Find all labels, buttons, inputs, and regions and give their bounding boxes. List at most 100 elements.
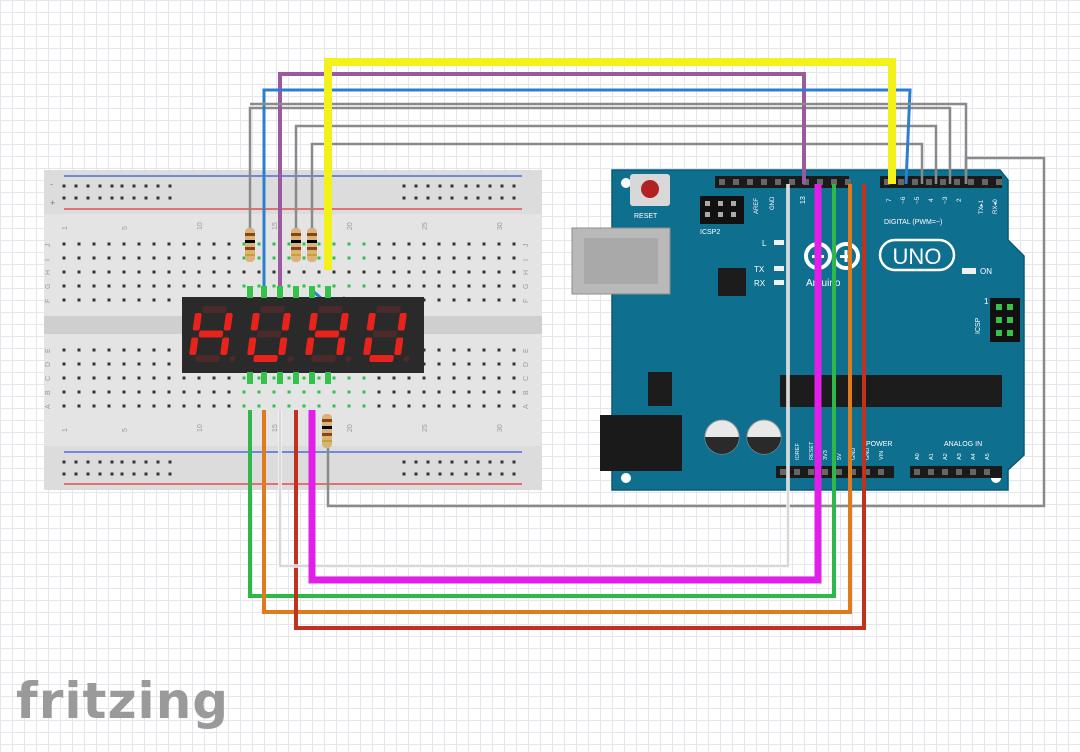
hole [512, 404, 516, 408]
header-pin [831, 179, 837, 185]
power-pin-label: GND [865, 448, 871, 460]
hole [512, 256, 516, 260]
segment [195, 355, 220, 362]
rail-hole [74, 196, 78, 200]
hole [302, 242, 306, 246]
display-pin [309, 286, 315, 298]
header-pin [940, 179, 946, 185]
header-pin [1007, 304, 1013, 310]
hole [257, 242, 261, 246]
analog-pin-label: A1 [929, 453, 935, 460]
hole [272, 390, 276, 394]
capacitor-band [747, 437, 781, 454]
display-pin [293, 372, 299, 384]
decimal-point [287, 356, 294, 362]
header-pin [884, 179, 890, 185]
hole [452, 284, 456, 288]
hole [272, 256, 276, 260]
rail-hole [98, 472, 102, 476]
hole [152, 284, 156, 288]
hole [302, 404, 306, 408]
header-pin [982, 179, 988, 185]
hole [422, 404, 426, 408]
rail-hole [132, 196, 136, 200]
hole [122, 376, 126, 380]
reset-button-cap[interactable] [641, 180, 659, 198]
hole [437, 404, 441, 408]
hole [317, 284, 321, 288]
hole [122, 298, 126, 302]
hole [452, 256, 456, 260]
hole [167, 390, 171, 394]
digit [247, 306, 294, 362]
hole [317, 270, 321, 274]
hole [422, 242, 426, 246]
segment [281, 313, 291, 331]
rail-hole [98, 460, 102, 464]
hole [257, 390, 261, 394]
rail-hole [168, 184, 172, 188]
hole [242, 284, 246, 288]
hole [377, 376, 381, 380]
hole [287, 390, 291, 394]
wire-green [248, 184, 836, 598]
icsp-label: ICSP [975, 317, 982, 334]
rail-hole [476, 184, 480, 188]
hole [392, 390, 396, 394]
header-pin [718, 212, 723, 217]
hole [167, 298, 171, 302]
hole [332, 242, 336, 246]
hole [197, 256, 201, 260]
hole [437, 348, 441, 352]
hole [467, 404, 471, 408]
hole [212, 256, 216, 260]
analog-pin-label: A3 [957, 453, 963, 460]
header-pin [928, 469, 934, 475]
hole [62, 256, 66, 260]
hole [107, 404, 111, 408]
header-pin [850, 469, 856, 475]
tx-pin-label: TX▸1 [979, 199, 985, 214]
hole [332, 376, 336, 380]
row-letter: A [523, 404, 530, 409]
hole [392, 242, 396, 246]
segment [189, 337, 199, 355]
hole [377, 270, 381, 274]
row-letter: B [523, 390, 530, 395]
digit [363, 306, 410, 362]
hole [377, 390, 381, 394]
rail-hole [74, 472, 78, 476]
hole [62, 376, 66, 380]
wires [248, 58, 1046, 630]
hole [197, 242, 201, 246]
hole [212, 376, 216, 380]
usb-chip [718, 268, 746, 296]
header-pin [914, 469, 920, 475]
l-led [774, 240, 784, 245]
rx-pin-label: RX◂0 [993, 199, 999, 214]
display-pin [247, 372, 253, 384]
hole [92, 284, 96, 288]
segment [314, 330, 340, 338]
header-pin [954, 179, 960, 185]
hole [182, 284, 186, 288]
hole [437, 376, 441, 380]
hole [317, 376, 321, 380]
rail-hole [488, 196, 492, 200]
header-pin [731, 212, 736, 217]
rail-hole [168, 460, 172, 464]
hole [467, 348, 471, 352]
resistor [322, 414, 332, 448]
wire-gray-2 [294, 124, 938, 232]
segment [223, 313, 233, 331]
wire-gray-1 [248, 106, 952, 232]
header-pin [1007, 330, 1013, 336]
hole [227, 376, 231, 380]
segment [376, 306, 401, 313]
analog-pin-label: A4 [971, 453, 977, 460]
hole [257, 256, 261, 260]
hole [137, 376, 141, 380]
hole [212, 390, 216, 394]
hole [242, 376, 246, 380]
